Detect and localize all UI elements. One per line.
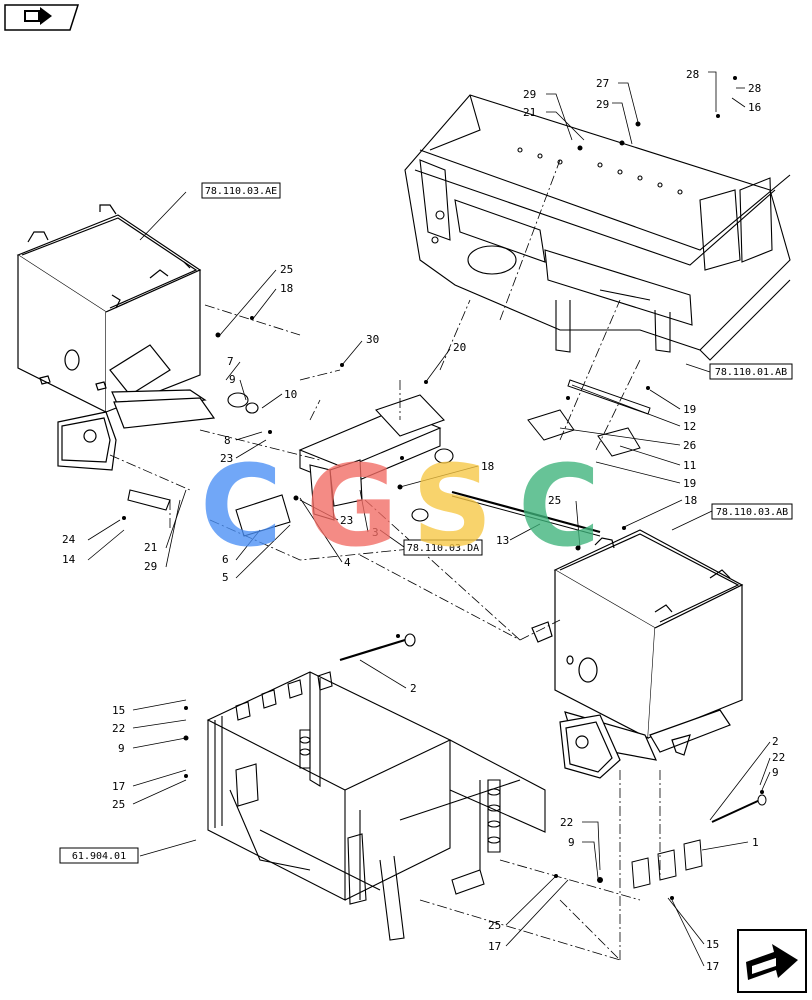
callout-label: 25	[548, 494, 561, 507]
callout-label: 20	[453, 341, 466, 354]
callout-label: 17	[488, 940, 501, 953]
callout-label: 14	[62, 553, 76, 566]
callout-label: 19	[683, 477, 696, 490]
bracket-parts	[631, 794, 767, 889]
watermark-letter: S	[412, 442, 493, 572]
callout-label: 2	[410, 682, 417, 695]
reference-boxes: 78.110.03.AE 78.110.01.AB 78.110.03.AB 7…	[59, 182, 793, 864]
base-frame	[206, 633, 546, 941]
ref-78-110-03-ae[interactable]: 78.110.03.AE	[201, 182, 281, 199]
ref-78-110-03-ab[interactable]: 78.110.03.AB	[711, 503, 793, 520]
callout-label: 12	[683, 420, 696, 433]
callout-label: 18	[481, 460, 494, 473]
callout-label: 28	[686, 68, 699, 81]
callout-label: 7	[227, 355, 234, 368]
callout-label: 16	[748, 101, 761, 114]
callout-label: 28	[748, 82, 761, 95]
upper-frame	[404, 94, 791, 361]
ref-label: 78.110.03.AB	[716, 507, 788, 518]
ref-label: 78.110.03.DA	[407, 543, 479, 554]
callout-label: 9	[568, 836, 575, 849]
callout-numbers: 28 28 16 27 29 29 21 25 18 30 20 7 9 10 …	[62, 68, 785, 973]
callout-label: 22	[560, 816, 573, 829]
callout-label: 23	[220, 452, 233, 465]
ref-label: 78.110.03.AE	[205, 186, 277, 197]
watermark-logo: C G S C	[200, 442, 600, 572]
callout-label: 21	[144, 541, 157, 554]
callout-label: 2	[772, 735, 779, 748]
callout-label: 21	[523, 106, 536, 119]
callout-label: 22	[772, 751, 785, 764]
callout-label: 26	[683, 439, 696, 452]
ref-61-904-01[interactable]: 61.904.01	[59, 847, 139, 864]
callout-label: 18	[684, 494, 697, 507]
callout-label: 17	[112, 780, 125, 793]
callout-label: 3	[372, 526, 379, 539]
callout-label: 25	[112, 798, 125, 811]
callout-label: 25	[280, 263, 293, 276]
mounting-plates	[527, 379, 651, 457]
callout-label: 9	[118, 742, 125, 755]
callout-label: 25	[488, 919, 501, 932]
callout-label: 15	[112, 704, 125, 717]
callout-label: 29	[596, 98, 609, 111]
ref-label: 61.904.01	[72, 851, 126, 862]
callout-label: 22	[112, 722, 125, 735]
fasteners	[122, 76, 764, 900]
callout-label: 29	[144, 560, 157, 573]
support-beam-assembly	[127, 392, 601, 537]
book-arrow-icon[interactable]	[4, 4, 80, 31]
callout-label: 10	[284, 388, 297, 401]
next-page-arrow-icon[interactable]	[737, 929, 807, 993]
callout-label: 8	[224, 434, 231, 447]
ref-78-110-03-da[interactable]: 78.110.03.DA	[403, 539, 483, 556]
left-hopper	[16, 204, 216, 471]
callout-label: 9	[229, 373, 236, 386]
ref-78-110-01-ab[interactable]: 78.110.01.AB	[709, 363, 793, 380]
callout-label: 4	[344, 556, 351, 569]
callout-label: 17	[706, 960, 719, 973]
callout-label: 9	[772, 766, 779, 779]
ref-label: 78.110.01.AB	[715, 367, 787, 378]
callout-label: 13	[496, 534, 509, 547]
callout-label: 1	[752, 836, 759, 849]
callout-label: 30	[366, 333, 379, 346]
watermark-letter: C	[518, 442, 600, 572]
right-hopper	[531, 529, 744, 779]
callout-label: 18	[280, 282, 293, 295]
callout-label: 23	[340, 514, 353, 527]
leader-lines	[87, 71, 771, 967]
callout-label: 11	[683, 459, 696, 472]
callout-label: 19	[683, 403, 696, 416]
callout-label: 15	[706, 938, 719, 951]
watermark-letter: C	[200, 442, 282, 572]
callout-label: 5	[222, 571, 229, 584]
callout-label: 24	[62, 533, 76, 546]
callout-label: 29	[523, 88, 536, 101]
assembly-lines	[109, 159, 661, 961]
watermark-letter: G	[306, 442, 398, 572]
callout-label: 27	[596, 77, 609, 90]
callout-label: 6	[222, 553, 229, 566]
